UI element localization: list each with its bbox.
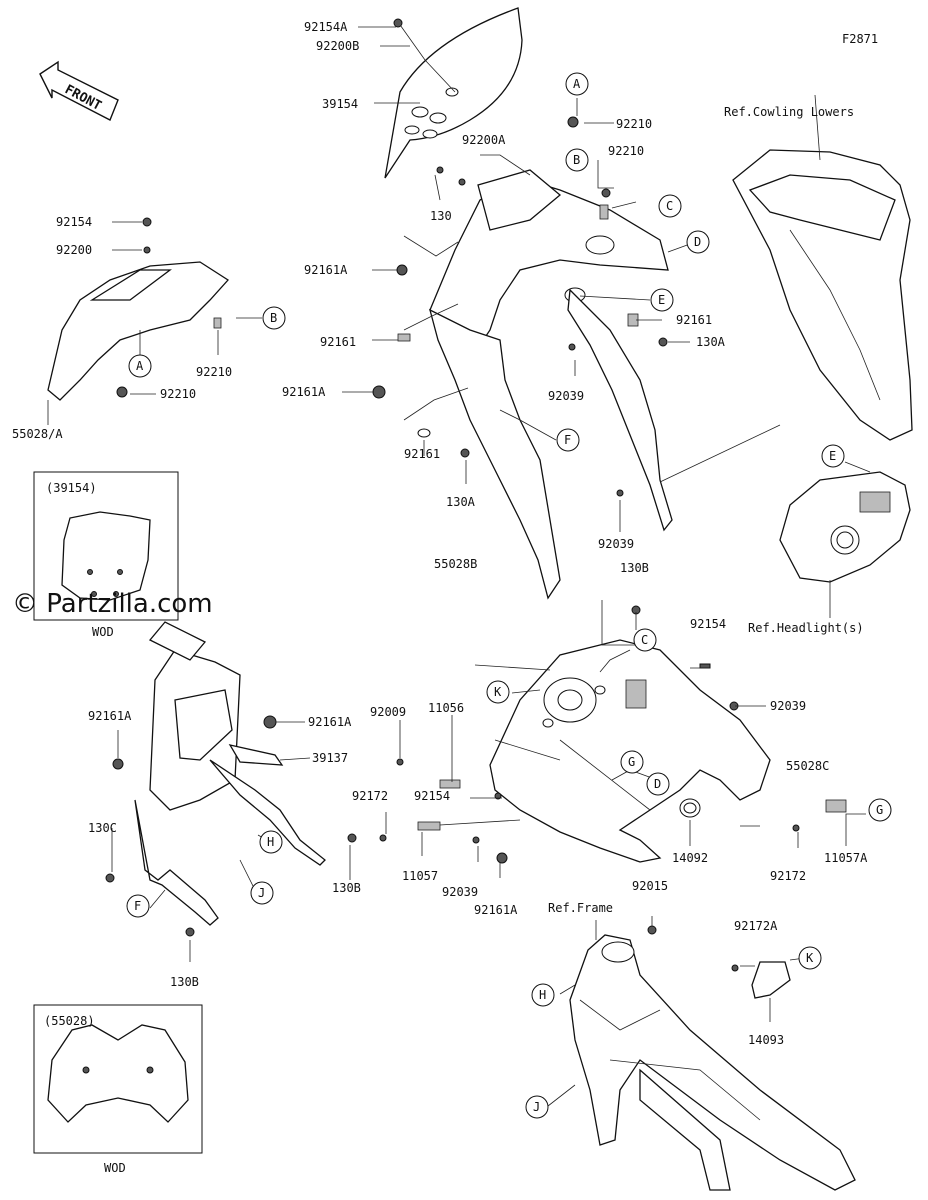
part-label: 130B <box>620 561 649 575</box>
side-cowl-55028A <box>47 261 229 401</box>
part-label: 130C <box>88 821 117 835</box>
ref-cowling-lowers: Ref.Cowling Lowers <box>724 105 854 119</box>
callout-letter: K <box>494 685 502 699</box>
part-label: 92161 <box>676 313 712 327</box>
part-label: 14092 <box>672 851 708 865</box>
part-label: 11057 <box>402 869 438 883</box>
part-label: 55028C <box>786 759 829 773</box>
cowl-inner-55028B <box>429 288 673 600</box>
callout-letter: D <box>654 777 661 791</box>
part-label: 92039 <box>442 885 478 899</box>
watermark: © Partzilla.com <box>12 589 213 619</box>
part-label: 130 <box>430 209 452 223</box>
part-label: 92172 <box>352 789 388 803</box>
part-label: 92039 <box>770 699 806 713</box>
ref-headlight: Ref.Headlight(s) <box>748 621 864 635</box>
inset-55028-note: WOD <box>104 1161 126 1175</box>
windshield-39154 <box>384 7 523 179</box>
part-label: 92210 <box>608 144 644 158</box>
callout-letter: K <box>806 951 814 965</box>
part-label: 92172A <box>734 919 778 933</box>
part-label: 92200B <box>316 39 359 53</box>
callout-letter: D <box>694 235 701 249</box>
part-label: 92200A <box>462 133 506 147</box>
cowling-lowers-ref <box>732 94 913 441</box>
part-label: 92009 <box>370 705 406 719</box>
part-label: 130B <box>332 881 361 895</box>
part-label: 92161 <box>320 335 356 349</box>
inset-55028-title: (55028) <box>44 1014 95 1028</box>
inset-55028: (55028) WOD <box>33 1004 203 1175</box>
part-label: 92161A <box>282 385 326 399</box>
callout-letter: G <box>628 755 635 769</box>
figure-id: F2871 <box>842 32 878 46</box>
part-label: 92210 <box>616 117 652 131</box>
frame-ref <box>569 934 856 1191</box>
part-label: 92039 <box>548 389 584 403</box>
inset-39154-title: (39154) <box>46 481 97 495</box>
front-direction-arrow: FRONT <box>39 60 119 121</box>
part-label: 130B <box>170 975 199 989</box>
part-label: 92154 <box>56 215 92 229</box>
part-label: 92161A <box>304 263 348 277</box>
callout-letter: F <box>134 899 141 913</box>
callout-letter: A <box>573 77 581 91</box>
part-label: 92161A <box>308 715 352 729</box>
part-label: 39154 <box>322 97 358 111</box>
part-label: 92161A <box>88 709 132 723</box>
part-label: 39137 <box>312 751 348 765</box>
callout-letter: A <box>136 359 144 373</box>
callout-letter: H <box>539 988 546 1002</box>
part-label: 92210 <box>196 365 232 379</box>
part-label: 130A <box>446 495 476 509</box>
part-label: 55028B <box>434 557 477 571</box>
callout-letter: F <box>564 433 571 447</box>
part-label: 92210 <box>160 387 196 401</box>
part-label: 92161A <box>474 903 518 917</box>
part-label: 92015 <box>632 879 668 893</box>
callout-letter: B <box>270 311 277 325</box>
part-label: 92200 <box>56 243 92 257</box>
inner-cowl-frame <box>429 169 669 362</box>
part-label: 130A <box>696 335 726 349</box>
callout-letters: A B C D E F A B C K G D G H F J H J K E <box>126 72 892 1119</box>
callout-letter: G <box>876 803 883 817</box>
part-label: 92154 <box>414 789 450 803</box>
callout-letter: C <box>641 633 648 647</box>
inset-39154: (39154) WOD <box>33 471 179 639</box>
inset-39154-note: WOD <box>92 625 114 639</box>
headlight-ref <box>779 461 911 618</box>
ref-frame: Ref.Frame <box>548 901 613 915</box>
callout-letter: E <box>829 449 836 463</box>
meter-stay-39137 <box>134 621 326 926</box>
part-label: 11056 <box>428 701 464 715</box>
part-label: 14093 <box>748 1033 784 1047</box>
callout-letter: C <box>666 199 673 213</box>
callout-letter: B <box>573 153 580 167</box>
part-label: 92039 <box>598 537 634 551</box>
callout-letter: J <box>258 886 265 900</box>
part-label: 92172 <box>770 869 806 883</box>
callout-letter: J <box>533 1100 540 1114</box>
part-label: 92154 <box>690 617 726 631</box>
part-label: 11057A <box>824 851 868 865</box>
callout-letter: H <box>267 835 274 849</box>
part-label: 55028/A <box>12 427 63 441</box>
part-label: 92161 <box>404 447 440 461</box>
callout-letter: E <box>658 293 665 307</box>
part-label: 92154A <box>304 20 348 34</box>
